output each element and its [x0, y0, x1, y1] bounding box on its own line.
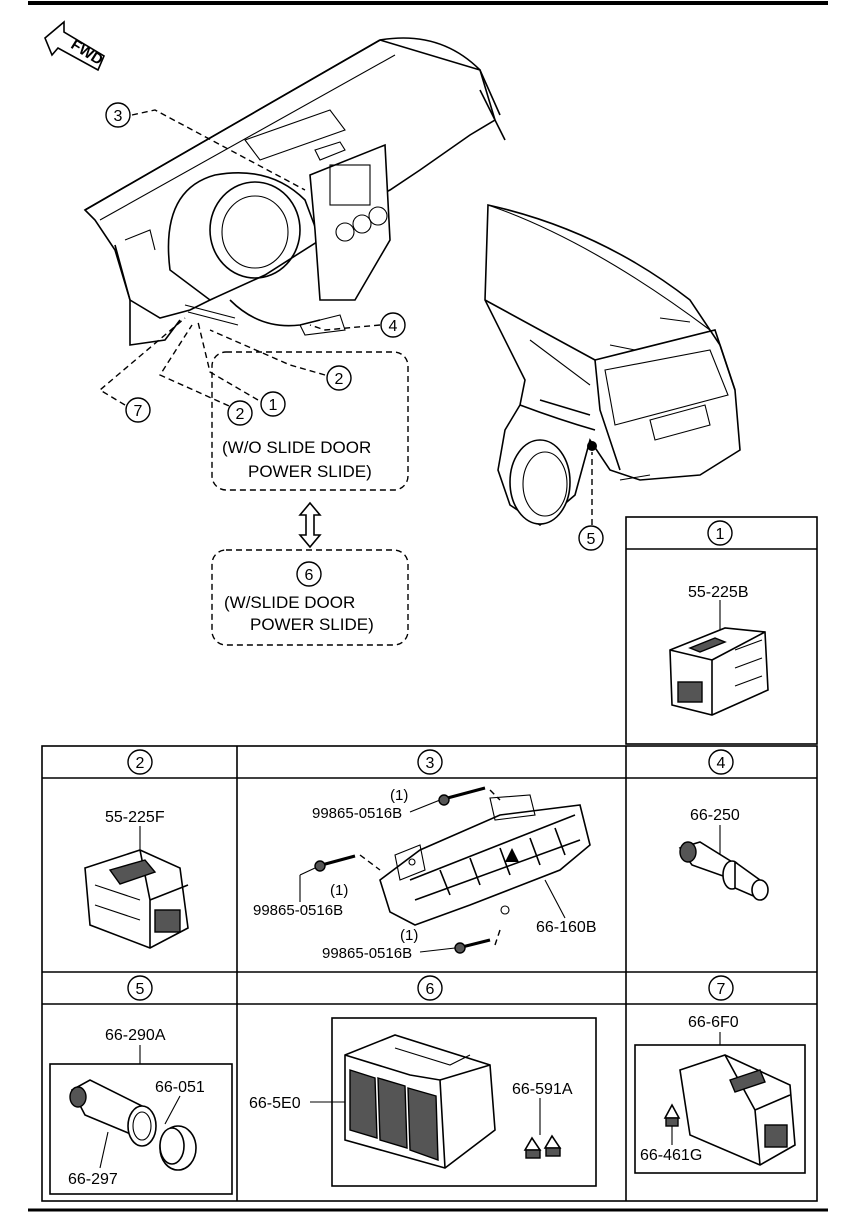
callout-6: 6 — [305, 567, 314, 584]
leader-lines — [98, 109, 593, 525]
panel-7-sub1: 66-461G — [640, 1147, 702, 1164]
callout-5: 5 — [578, 525, 604, 551]
panel-2-number: 2 — [136, 755, 145, 772]
bulb-66-461g-icon — [663, 1103, 681, 1127]
svg-text:2: 2 — [335, 371, 344, 388]
panel-1: 1 55-225B — [669, 520, 769, 716]
svg-text:1: 1 — [269, 397, 278, 414]
svg-text:7: 7 — [134, 403, 143, 420]
panel-6-number: 6 — [426, 981, 435, 998]
panel-3-number: 3 — [426, 755, 435, 772]
callout-7: 7 — [125, 397, 151, 423]
panel-4: 4 66-250 — [678, 749, 769, 901]
panel-7: 7 66-6F0 66-461G — [634, 975, 806, 1174]
panel-3: 3 (1) 99865-0516B (1) 99865-0516B (1) 99… — [253, 749, 597, 962]
option-without-slide-door: (W/O SLIDE DOOR POWER SLIDE) — [211, 351, 409, 491]
power-outlet-66-297-icon — [69, 1079, 157, 1147]
panel-6: 6 66-5E0 66-591A — [249, 975, 597, 1187]
panel-1-part-number: 55-225B — [688, 584, 749, 601]
panel-2: 2 55-225F — [84, 749, 189, 949]
parts-grid — [41, 516, 818, 1202]
panel-5-sub1: 66-051 — [155, 1079, 205, 1096]
cigarette-lighter-66-250-icon — [678, 841, 769, 901]
panel-4-number: 4 — [717, 755, 726, 772]
screw-icon — [314, 854, 356, 872]
vehicle-illustration — [484, 204, 741, 527]
panel-5: 5 66-290A 66-051 66-297 — [49, 975, 233, 1195]
switch-55-225f-icon — [84, 849, 189, 949]
callout-2: 2 — [326, 365, 352, 391]
option-a-line1: (W/O SLIDE DOOR — [222, 438, 371, 457]
panel-2-part-number: 55-225F — [105, 809, 165, 826]
option-switch-arrow — [298, 501, 322, 549]
callout-1: 1 — [260, 391, 286, 417]
panel-7-subassembly-box — [634, 1044, 806, 1174]
panel-4-part-number: 66-250 — [690, 807, 740, 824]
svg-text:2: 2 — [236, 406, 245, 423]
option-b-line2: POWER SLIDE) — [250, 615, 374, 634]
outlet-cap-66-051-icon — [159, 1125, 197, 1171]
panel-5-number: 5 — [136, 981, 145, 998]
bulb-66-591a-icon — [523, 1134, 562, 1159]
switch-66-6f0-icon — [679, 1054, 796, 1166]
panel-3-panel-part: 66-160B — [536, 919, 597, 936]
panel-6-part-number: 66-5E0 — [249, 1095, 301, 1112]
panel-6-sub1: 66-591A — [512, 1081, 573, 1098]
panel-1-number: 1 — [716, 526, 725, 543]
screw-icon — [454, 938, 491, 954]
panel-3-qty-b: (1) — [330, 882, 348, 899]
panel-3-qty-a: (1) — [390, 787, 408, 804]
fwd-arrow-icon: FWD — [44, 20, 106, 72]
switch-block-66-5e0-icon — [344, 1034, 496, 1169]
svg-text:3: 3 — [114, 108, 123, 125]
callout-3: 3 — [105, 102, 131, 128]
dashboard-illustration — [83, 37, 506, 346]
panel-3-qty-c: (1) — [400, 927, 418, 944]
panel-5-sub2: 66-297 — [68, 1171, 118, 1188]
option-with-slide-door: 6 (W/SLIDE DOOR POWER SLIDE) — [211, 549, 409, 646]
option-b-line1: (W/SLIDE DOOR — [224, 593, 355, 612]
panel-5-subassembly-box — [49, 1063, 233, 1195]
panel-3-screw-a: 99865-0516B — [312, 805, 402, 822]
panel-3-screw-c: 99865-0516B — [322, 945, 412, 962]
switch-panel-66-160b-icon — [379, 794, 591, 926]
panel-5-part-number: 66-290A — [105, 1027, 166, 1044]
panel-7-number: 7 — [717, 981, 726, 998]
svg-text:5: 5 — [587, 531, 596, 548]
screw-icon — [438, 786, 486, 806]
callout-4: 4 — [380, 312, 406, 338]
svg-text:4: 4 — [389, 318, 398, 335]
switch-55-225b-icon — [669, 627, 769, 716]
callout-2b: 2 — [227, 400, 253, 426]
option-a-line2: POWER SLIDE) — [248, 462, 372, 481]
panel-7-part-number: 66-6F0 — [688, 1014, 739, 1031]
panel-3-screw-b: 99865-0516B — [253, 902, 343, 919]
